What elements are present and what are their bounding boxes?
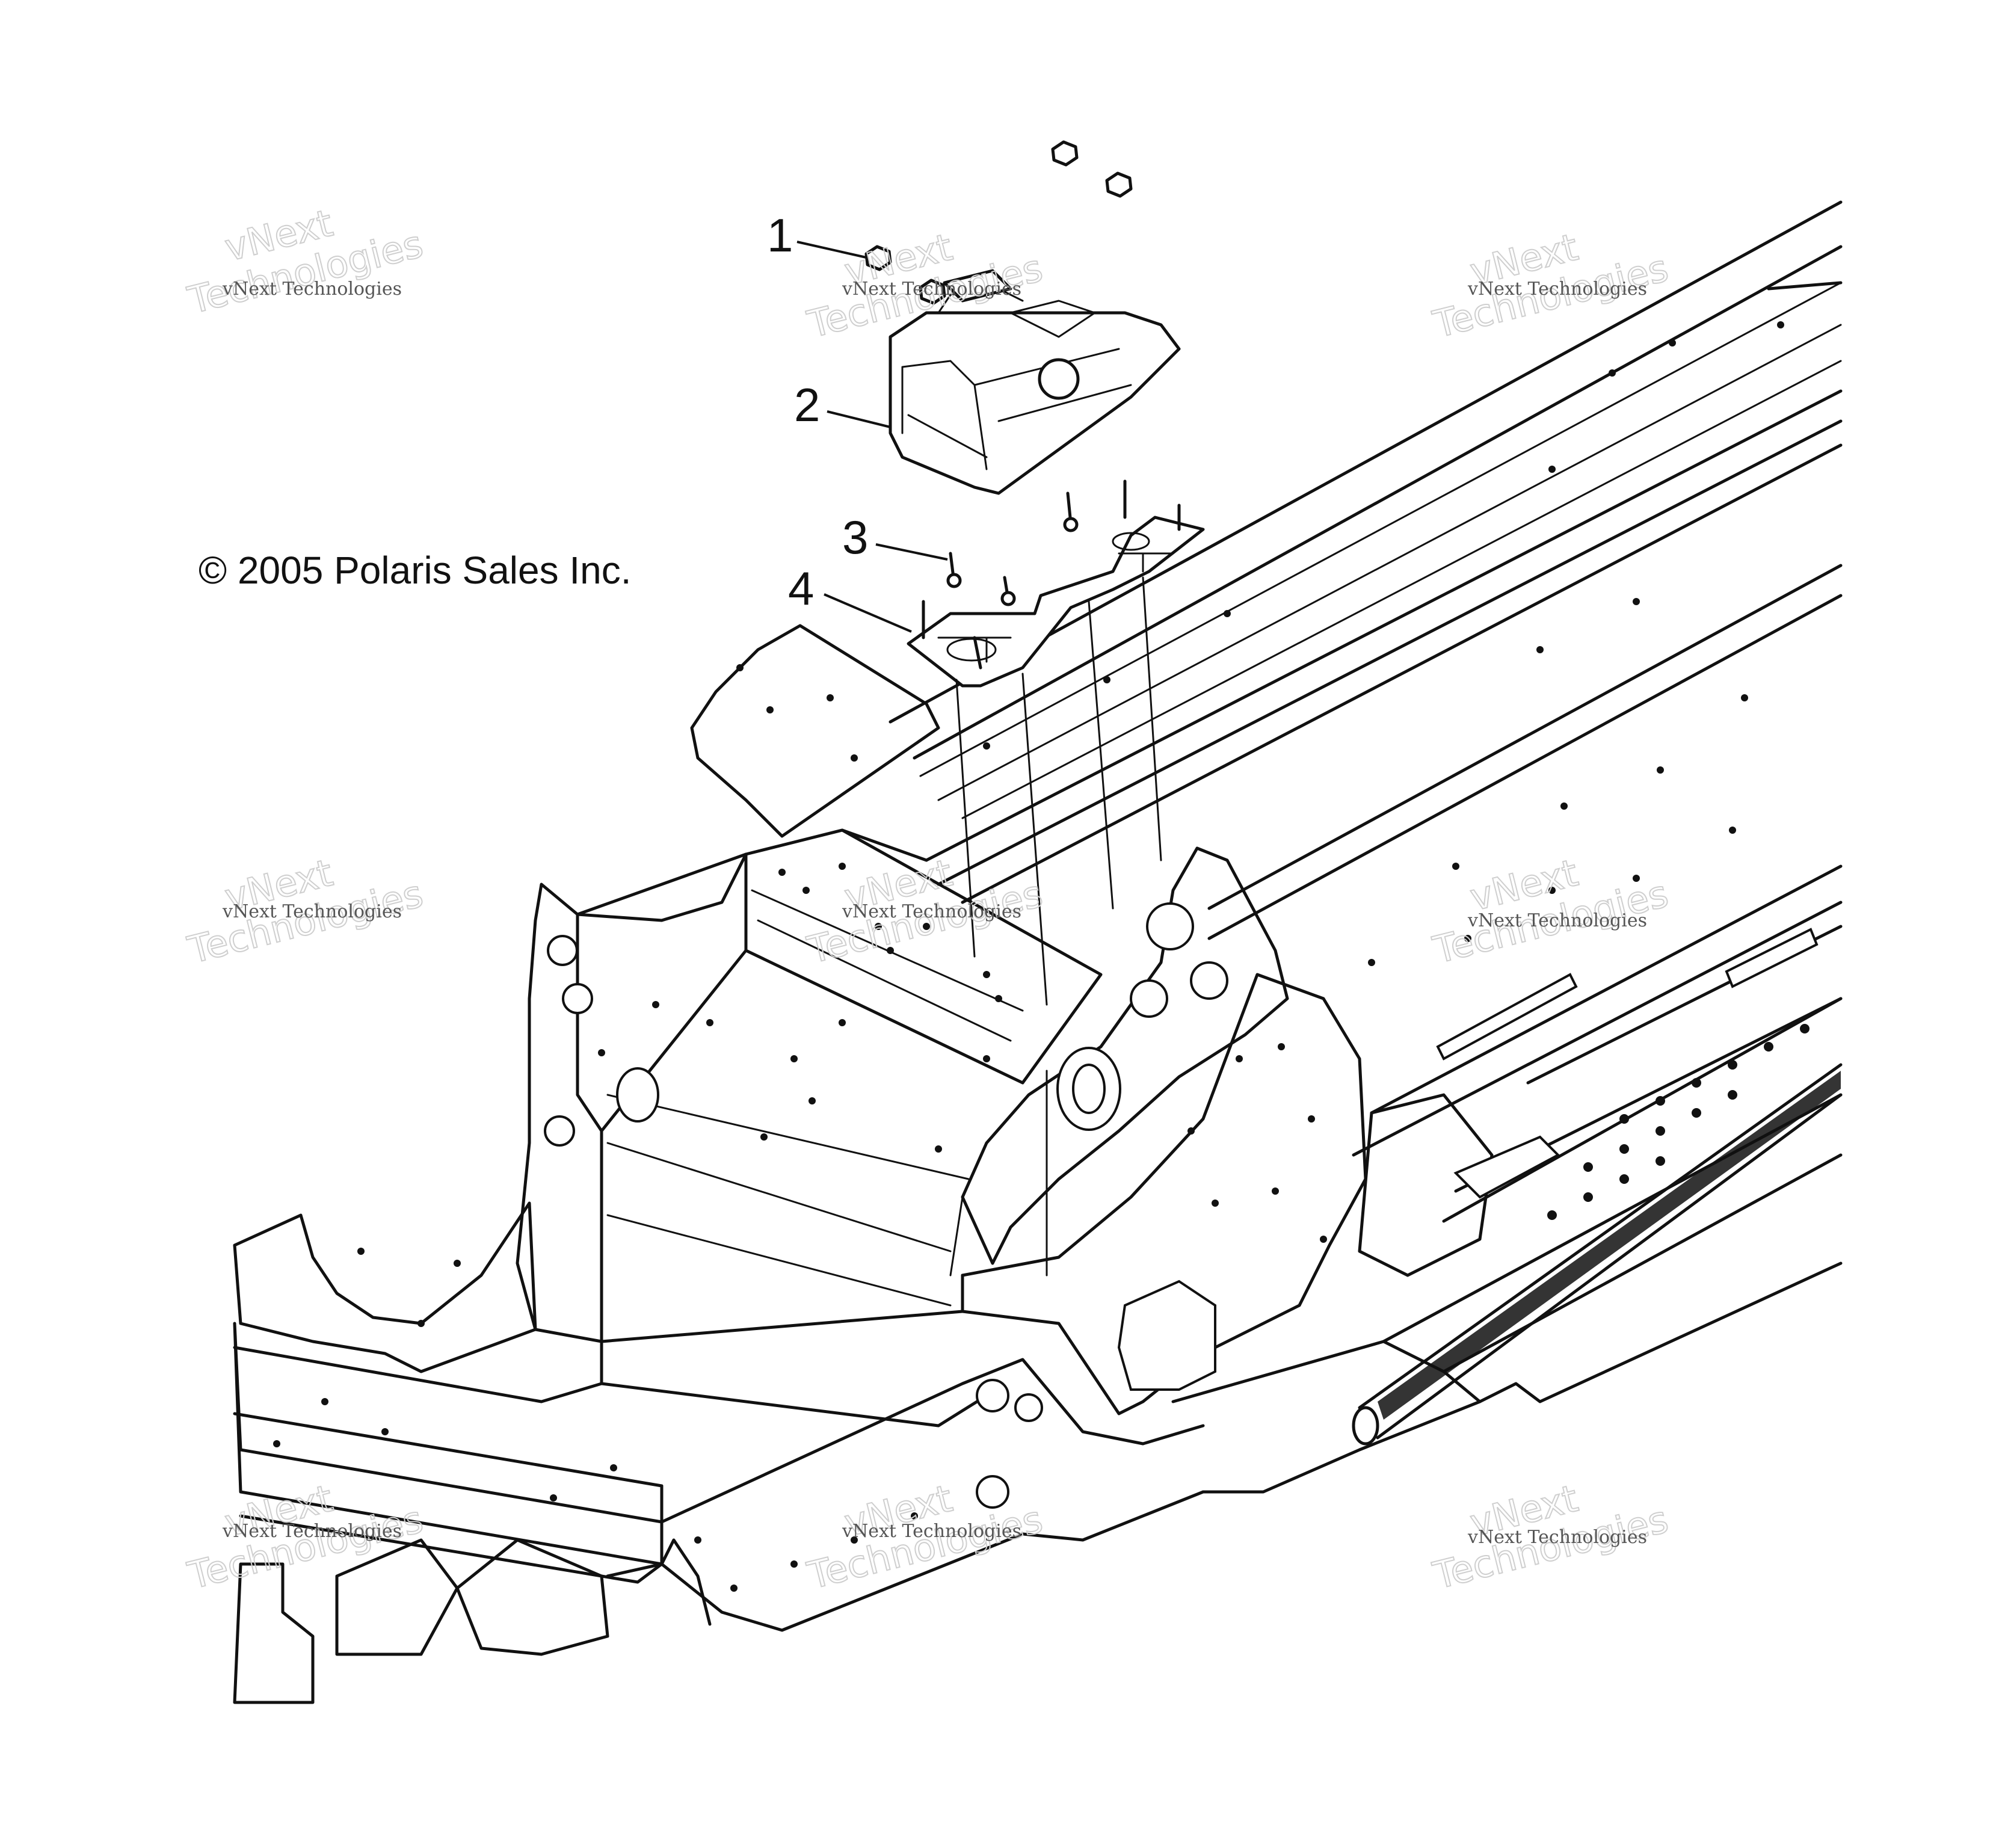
watermark-mid-right: vNext Technologies [1428,850,1673,973]
callout-2: 2 [794,378,820,431]
watermark-small-top-left: vNext Technologies [222,279,402,300]
callout-4: 4 [788,562,814,615]
watermark-small-top-center: vNext Technologies [842,279,1021,300]
watermark-small-bottom-right: vNext Technologies [1467,1527,1647,1548]
watermark-top-right: vNext Technologies [1428,224,1673,347]
screw-part-3 [946,491,1079,606]
watermark-small-bottom-center: vNext Technologies [842,1521,1021,1542]
watermark-top-left: vNext Technologies [183,200,428,323]
copyright-notice: © 2005 Polaris Sales Inc. [199,549,632,592]
rivet-dots [273,321,1810,1592]
callout-3: 3 [842,511,868,564]
callout-1: 1 [767,209,793,262]
mounting-bracket-part-4 [907,479,1205,1006]
ecu-module-part-2 [889,269,1181,495]
nut-part-1 [864,140,1133,305]
callout-labels: 1 2 3 4 [767,209,948,633]
watermark-small-mid-right: vNext Technologies [1467,910,1647,931]
watermark-small-top-right: vNext Technologies [1467,279,1647,300]
watermark-small-mid-left: vNext Technologies [222,901,402,922]
watermark-small-bottom-left: vNext Technologies [222,1521,402,1542]
watermark-small-mid-center: vNext Technologies [842,901,1021,922]
